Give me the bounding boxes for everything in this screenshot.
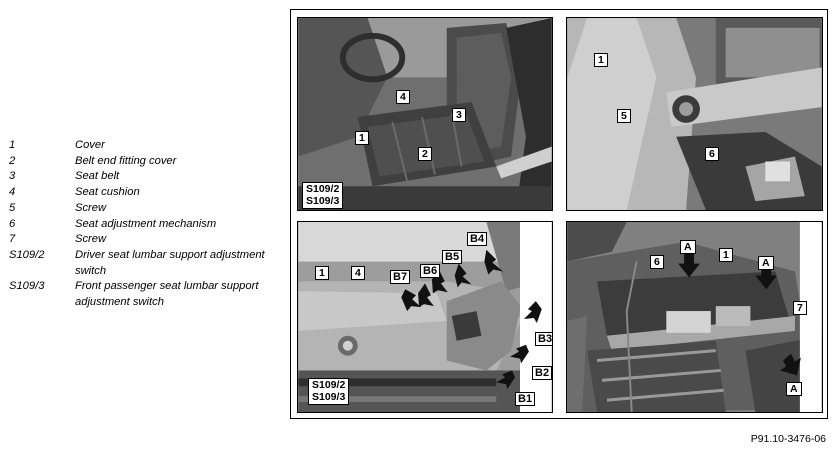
clip-label-b4: B4 [467,232,488,246]
legend-item: 4 Seat cushion [9,185,279,201]
figure-code: P91.10-3476-06 [750,433,826,445]
legend-item: 6 Seat adjustment mechanism [9,217,279,233]
clip-label-b3: B3 [535,332,552,346]
clip-label-b7: B7 [390,270,411,284]
switch-label-driver: S109/2 [312,379,346,391]
callout-5: 5 [617,109,631,123]
panel-seat-overview: 4 3 1 2 S109/2 S109/3 [297,17,553,211]
clip-label-b2: B2 [532,366,552,380]
legend-text: Front passenger seat lumbar support adju… [75,280,259,309]
callout-7: 7 [793,301,807,315]
callout-a-top: A [680,240,696,254]
legend-text: Belt end fitting cover [75,154,177,167]
legend-text: Seat adjustment mechanism [75,217,217,230]
callout-1: 1 [355,131,369,145]
callout-4: 4 [396,90,410,104]
callout-1: 1 [315,266,329,280]
switch-label-driver: S109/2 [306,183,340,195]
callout-a-bottom: A [786,382,802,396]
callout-1: 1 [719,248,733,262]
legend-item: 1 Cover [9,138,279,154]
clip-label-b5: B5 [442,250,463,264]
panel-seat-side: 1 4 B4 B5 B6 B7 B3 B2 B1 S109/2 S109/3 [297,221,553,413]
legend-item: S109/3 Front passenger seat lumbar suppor… [9,279,279,310]
seat-side-photo [298,222,552,412]
legend: 1 Cover 2 Belt end fitting cover 3 Seat bel… [9,138,279,311]
legend-number: 1 [9,139,16,151]
screw-detail-photo [567,18,822,210]
callout-a-right: A [758,256,774,270]
legend-item: 7 Screw [9,232,279,248]
legend-text: Seat cushion [75,186,140,199]
legend-number: 4 [9,186,16,199]
legend-number: 7 [9,233,16,246]
figure-frame: 4 3 1 2 S109/2 S109/3 1 5 6 [290,9,828,419]
legend-number: 6 [9,217,16,230]
panel-seat-mechanism: 6 1 A A 7 A [566,221,823,413]
legend-item: 3 Seat belt [9,169,279,185]
legend-number: 2 [9,154,16,167]
legend-text: Cover [75,139,105,151]
legend-number: 5 [9,201,16,214]
callout-6: 6 [705,147,719,161]
legend-number: 3 [9,170,16,183]
legend-item: 2 Belt end fitting cover [9,154,279,170]
legend-item: S109/2 Driver seat lumbar support adjustm… [9,248,279,279]
switch-label-passenger: S109/3 [312,390,346,403]
callout-switch: S109/2 S109/3 [308,378,350,405]
panel-screw-detail: 1 5 6 [566,17,823,211]
legend-text: Screw [75,233,107,246]
legend-item: 5 Screw [9,201,279,217]
switch-label-passenger: S109/3 [306,194,340,207]
seat-overview-photo [298,18,552,210]
callout-4: 4 [351,266,365,280]
callout-2: 2 [418,147,432,161]
legend-number: S109/2 [9,248,45,261]
seat-mechanism-photo [567,222,822,412]
callout-6: 6 [650,255,664,269]
legend-text: Screw [75,201,107,214]
legend-text: Seat belt [75,170,120,183]
callout-1: 1 [594,53,608,67]
legend-text: Driver seat lumbar support adjustment sw… [75,248,265,277]
clip-label-b6: B6 [420,264,441,278]
callout-switch: S109/2 S109/3 [302,182,344,209]
callout-3: 3 [452,108,466,122]
legend-number: S109/3 [9,280,45,293]
clip-label-b1: B1 [515,392,536,406]
